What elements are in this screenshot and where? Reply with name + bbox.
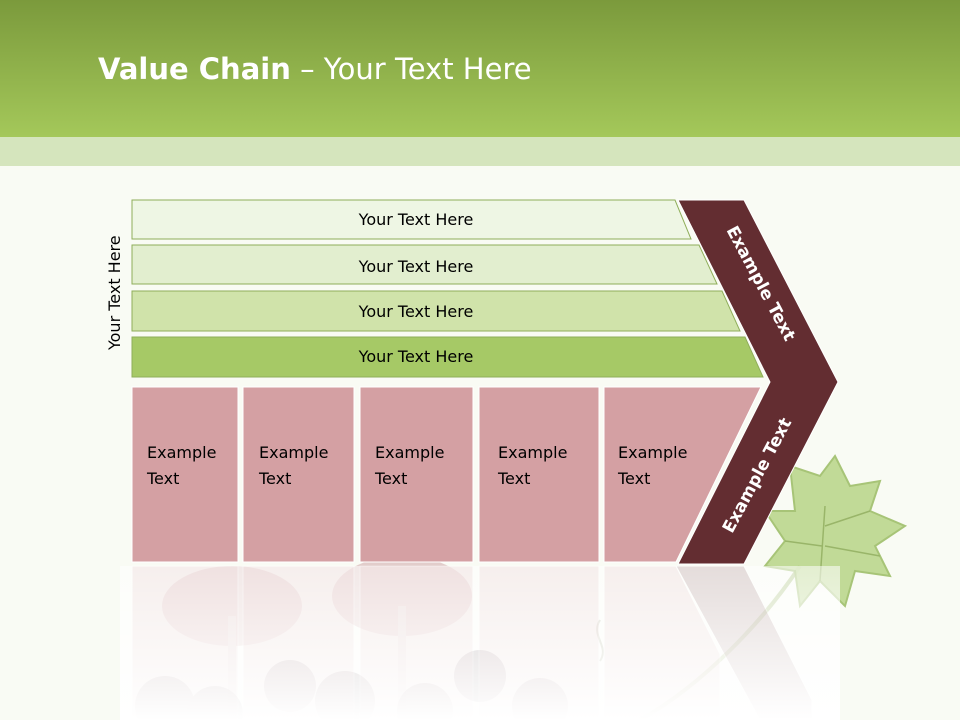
primary-box-line1: Example: [618, 443, 687, 462]
reflection-fade: [120, 566, 840, 720]
support-row-label: Your Text Here: [358, 302, 474, 321]
primary-boxes: Example Text Example Text Example Text E…: [131, 386, 762, 563]
primary-box-line1: Example: [498, 443, 567, 462]
support-row-label: Your Text Here: [358, 210, 474, 229]
support-rows: Your Text Here Your Text Here Your Text …: [131, 199, 764, 378]
support-row-shape: [131, 244, 718, 285]
primary-box: [478, 386, 600, 563]
primary-box-line1: Example: [147, 443, 216, 462]
support-row-shape: [131, 290, 741, 332]
title-bold: Value Chain: [98, 52, 291, 86]
primary-box: [242, 386, 355, 563]
margin-arrow: [677, 199, 839, 565]
primary-box: [603, 386, 762, 563]
primary-box-line2: Text: [497, 469, 530, 488]
support-row-label: Your Text Here: [358, 257, 474, 276]
header-band: [0, 137, 960, 166]
header-bar: [0, 0, 960, 137]
page-title: Value Chain – Your Text Here: [98, 52, 532, 86]
support-row-label: Your Text Here: [358, 347, 474, 366]
primary-box-line2: Text: [258, 469, 291, 488]
primary-box-line1: Example: [259, 443, 328, 462]
support-row-shape: [131, 336, 764, 378]
primary-box-line2: Text: [617, 469, 650, 488]
primary-box-line2: Text: [146, 469, 179, 488]
support-row-shape: [131, 199, 692, 240]
primary-box-line1: Example: [375, 443, 444, 462]
title-rest: – Your Text Here: [290, 52, 532, 86]
primary-box-line2: Text: [374, 469, 407, 488]
primary-box: [359, 386, 474, 563]
primary-box: [131, 386, 239, 563]
